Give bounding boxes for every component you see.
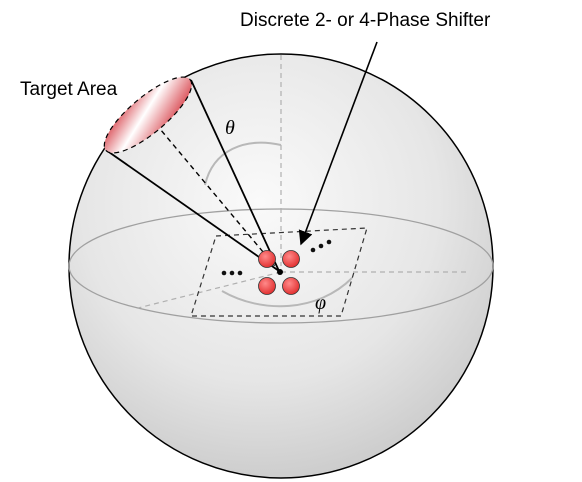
array-plane [190, 227, 368, 317]
array-element [258, 250, 276, 268]
theta-label: θ [225, 117, 235, 139]
target-area-label: Target Area [20, 79, 118, 100]
beam-line-outer [105, 149, 280, 272]
beam-line-upper [190, 79, 280, 272]
array-element [258, 277, 276, 295]
ellipsis-dots-right [310, 239, 332, 253]
phi-label: φ [315, 292, 326, 314]
diagonal-axis [137, 271, 282, 309]
array-element [282, 277, 300, 295]
ellipsis-dots-left [221, 270, 243, 276]
phi-arc [221, 277, 353, 308]
array-center-point [277, 269, 283, 275]
phase-shifter-label: Discrete 2- or 4-Phase Shifter [240, 10, 491, 31]
target-area-ellipse [103, 76, 193, 154]
beam-line-center [149, 116, 280, 272]
phase-shifter-arrow [298, 41, 378, 246]
theta-arc [204, 141, 282, 186]
array-element [282, 250, 300, 268]
